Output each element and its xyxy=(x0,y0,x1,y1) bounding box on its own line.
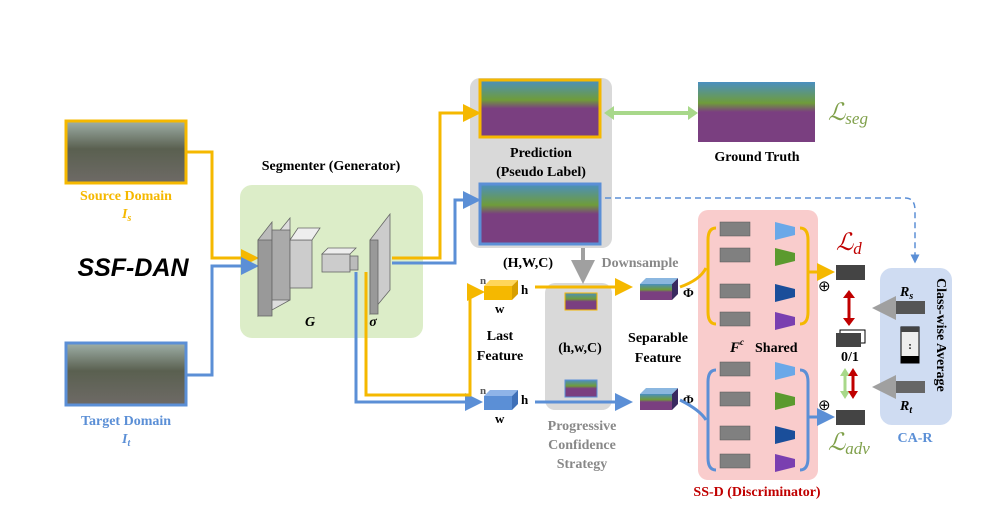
separable-line2: Feature xyxy=(635,351,681,366)
cube-n-label: n xyxy=(480,385,486,397)
column-dots: : xyxy=(908,341,911,352)
target-label: Target Domain xyxy=(81,414,171,429)
loss-adv: ℒadv xyxy=(828,430,870,458)
discriminator-box xyxy=(698,210,818,480)
class-feature-slabs xyxy=(719,221,751,469)
source-separable-cube xyxy=(640,278,678,300)
loss-d: ℒd xyxy=(836,230,862,258)
prediction-label: Prediction xyxy=(510,146,572,161)
pseudo-label-image xyxy=(478,182,602,246)
g-label: G xyxy=(305,315,315,330)
rt-map xyxy=(895,381,925,393)
pcs-line3: Strategy xyxy=(557,457,608,472)
pcs-target-thumb xyxy=(564,379,598,398)
last-feature-line1: Last xyxy=(487,329,514,344)
cube-h-label: h xyxy=(521,392,529,407)
cube-w-label: w xyxy=(495,411,505,426)
ground-truth-image xyxy=(698,82,815,142)
downsample-label: Downsample xyxy=(601,256,678,271)
source-feature-path xyxy=(364,272,485,397)
cube-h-label: h xyxy=(521,282,529,297)
cube-n-label: n xyxy=(480,275,486,287)
source-feature-cube xyxy=(484,280,518,300)
generator-layers xyxy=(257,216,359,318)
domain-label-map xyxy=(836,333,861,347)
dashed-path xyxy=(605,197,920,264)
target-symbol: It xyxy=(121,432,131,449)
shared-f: Fc xyxy=(729,337,744,356)
last-feature-line2: Feature xyxy=(477,349,523,364)
cube-w-label: w xyxy=(495,301,505,316)
pcs-source-thumb xyxy=(564,292,598,311)
target-feature-path xyxy=(354,272,483,411)
target-output-map xyxy=(836,410,865,425)
pseudo-label: (Pseudo Label) xyxy=(496,165,586,180)
pcs-line1: Progressive xyxy=(548,419,617,434)
target-feature-cube xyxy=(484,390,518,410)
sigma-label: σ xyxy=(369,315,377,330)
pcs-box xyxy=(545,283,612,410)
source-symbol: Is xyxy=(121,207,131,224)
phi-target: Φ xyxy=(683,392,694,407)
segmenter-label: Segmenter (Generator) xyxy=(262,159,401,174)
rt-label: Rt xyxy=(899,399,913,416)
dims-big: (H,W,C) xyxy=(503,256,553,271)
prediction-path xyxy=(392,104,481,260)
target-path xyxy=(186,257,259,377)
shared-label: Shared xyxy=(755,341,798,356)
classifier-triangles xyxy=(775,222,795,472)
prediction-image xyxy=(478,78,602,139)
ssd-label: SS-D (Discriminator) xyxy=(693,485,820,500)
source-bracket xyxy=(706,226,717,326)
dims-small: (h,w,C) xyxy=(558,341,602,356)
target-image xyxy=(64,341,188,407)
separable-line1: Separable xyxy=(628,331,688,346)
pseudo-path xyxy=(392,191,481,265)
target-separable-cube xyxy=(640,388,678,410)
pcs-line2: Confidence xyxy=(548,438,616,453)
source-path xyxy=(186,150,259,267)
oplus-target: ⊕ xyxy=(818,398,831,414)
title: SSF-DAN xyxy=(77,254,189,282)
sigma-layer xyxy=(369,212,391,316)
car-label: CA-R xyxy=(898,431,934,446)
rs-map xyxy=(895,301,925,314)
source-label: Source Domain xyxy=(80,189,172,204)
zero-one: 0/1 xyxy=(841,350,859,365)
source-output-map xyxy=(836,265,865,280)
target-bracket xyxy=(706,368,717,472)
class-wise-average-label: Class-wise Average xyxy=(933,278,948,392)
loss-seg: ℒseg xyxy=(828,100,868,128)
oplus-source: ⊕ xyxy=(818,279,831,295)
phi-source: Φ xyxy=(683,285,694,300)
source-image xyxy=(64,119,188,185)
rs-label: Rs xyxy=(899,285,913,302)
ground-truth-label: Ground Truth xyxy=(714,150,799,165)
